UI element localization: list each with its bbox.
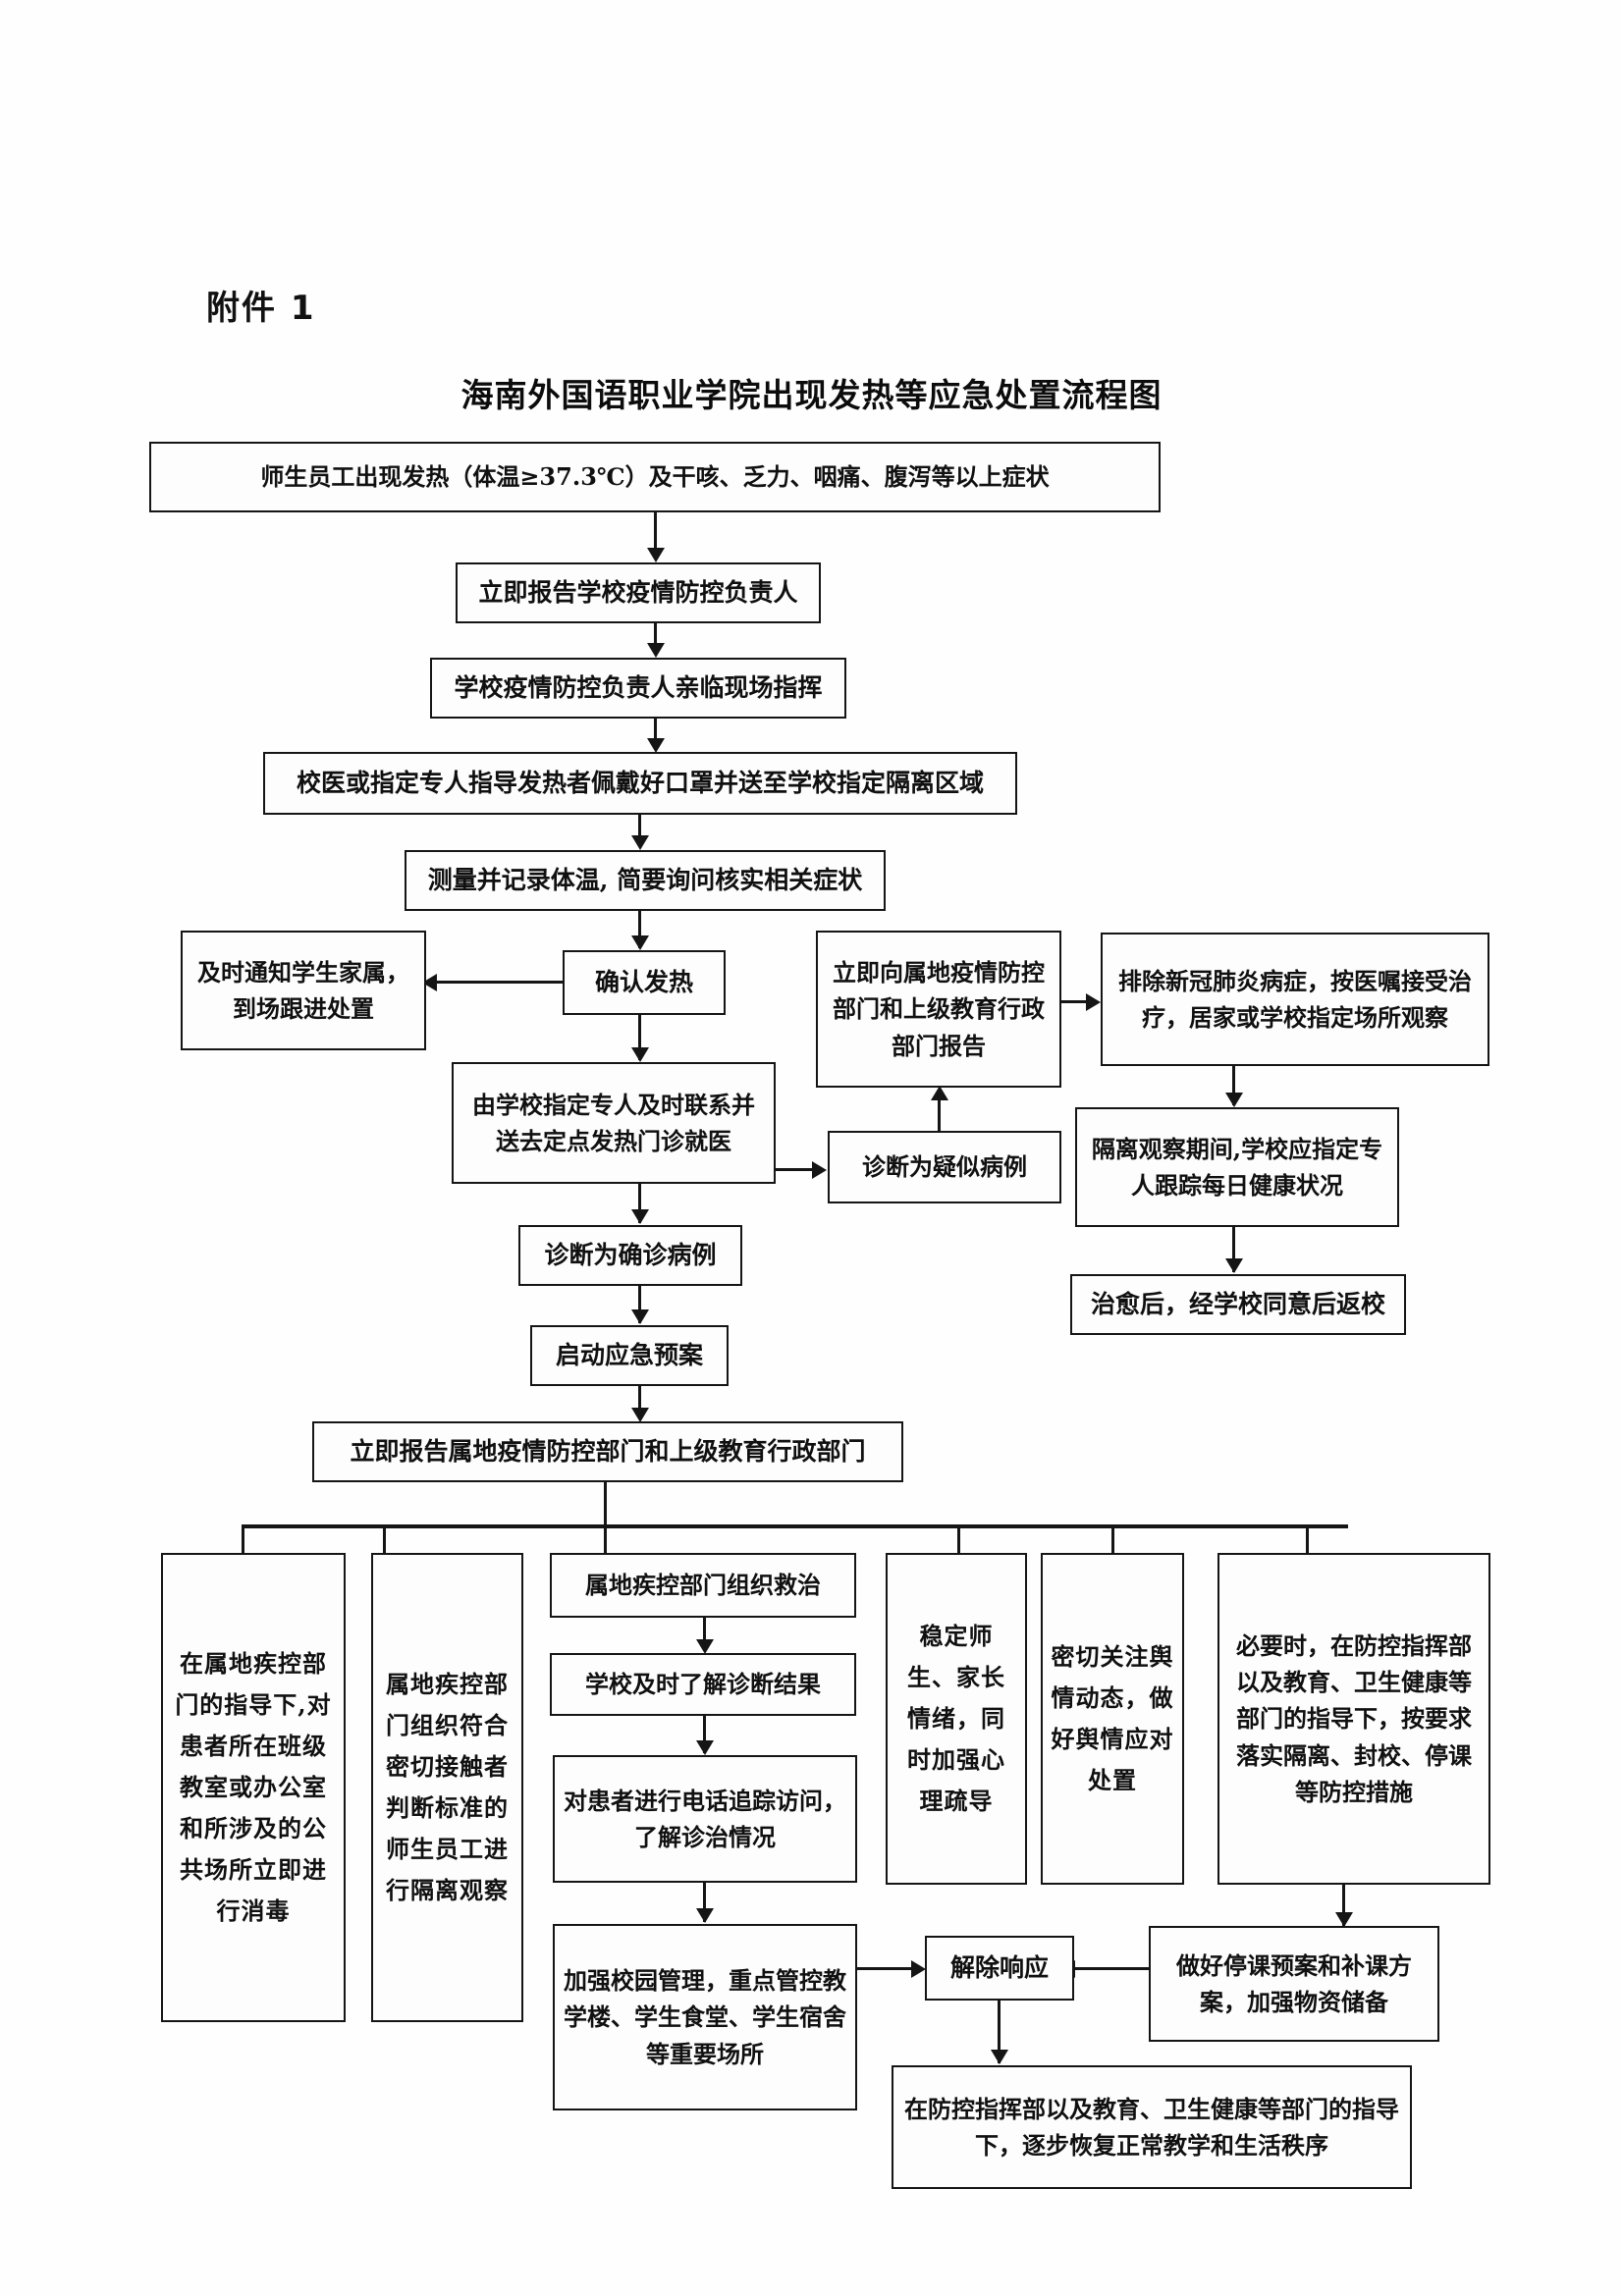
node-report-local-authority: 立即向属地疫情防控部门和上级教育行政部门报告 xyxy=(816,931,1061,1088)
connector-n2-n3 xyxy=(654,623,657,655)
node-exclude-covid: 排除新冠肺炎病症，按医嘱接受治疗，居家或学校指定场所观察 xyxy=(1101,933,1489,1066)
connector-n25-n26 xyxy=(1342,1885,1345,1926)
node-notify-family: 及时通知学生家属，到场跟进处置 xyxy=(181,931,426,1050)
arrow-down-n3-n4 xyxy=(647,738,665,753)
node-control-measures: 必要时，在防控指挥部以及教育、卫生健康等部门的指导下，按要求落实隔离、封校、停课… xyxy=(1217,1553,1490,1885)
node-close-contact-isolation: 属地疾控部门组织符合密切接触者判断标准的师生员工进行隔离观察 xyxy=(371,1553,523,2022)
node-symptom-onset: 师生员工出现发热（体温≥37.3℃）及干咳、乏力、咽痛、腹泻等以上症状 xyxy=(149,442,1161,512)
node-school-learn-diagnosis: 学校及时了解诊断结果 xyxy=(550,1653,856,1716)
node-stabilize-emotions: 稳定师生、家长情绪，同时加强心理疏导 xyxy=(886,1553,1027,1885)
node-suspend-class-plan: 做好停课预案和补课方案，加强物资储备 xyxy=(1149,1926,1439,2042)
arrow-down-n20-n21 xyxy=(696,1740,714,1755)
arrow-down-n4-n5 xyxy=(631,835,649,850)
node-cdc-organize-treatment: 属地疾控部门组织救治 xyxy=(550,1553,856,1618)
node-confirmed-case: 诊断为确诊病例 xyxy=(518,1225,742,1286)
connector-n19-n20 xyxy=(703,1618,706,1651)
connector-n3-n4 xyxy=(654,719,657,750)
node-leader-onsite: 学校疫情防控负责人亲临现场指挥 xyxy=(430,658,846,719)
connector-n1-n2 xyxy=(654,512,657,555)
node-mask-isolation-area: 校医或指定专人指导发热者佩戴好口罩并送至学校指定隔离区域 xyxy=(263,752,1017,815)
node-disinfect-premises: 在属地疾控部门的指导下,对患者所在班级教室或办公室和所涉及的公共场所立即进行消毒 xyxy=(161,1553,346,2022)
arrow-down-n8-n14 xyxy=(631,1209,649,1224)
arrow-down-n5-n6 xyxy=(631,935,649,950)
node-phone-followup: 对患者进行电话追踪访问，了解诊治情况 xyxy=(553,1755,857,1883)
fanout-bus xyxy=(242,1524,1348,1528)
connector-n16-bus xyxy=(604,1482,607,1527)
arrow-right-n9-n10 xyxy=(1086,993,1101,1011)
arrow-down-n2-n3 xyxy=(647,643,665,658)
arrow-down-n19-n20 xyxy=(696,1639,714,1654)
node-report-local-and-education: 立即报告属地疫情防控部门和上级教育行政部门 xyxy=(312,1421,903,1482)
node-lift-response: 解除响应 xyxy=(925,1936,1074,2001)
arrow-down-n1-n2 xyxy=(647,548,665,562)
node-send-to-fever-clinic: 由学校指定专人及时联系并送去定点发热门诊就医 xyxy=(452,1062,776,1184)
connector-n4-n5 xyxy=(638,815,641,846)
arrow-down-n15-n16 xyxy=(631,1408,649,1422)
connector-n8-n14 xyxy=(638,1184,641,1223)
node-daily-health-tracking: 隔离观察期间,学校应指定专人跟踪每日健康状况 xyxy=(1075,1107,1399,1227)
arrow-right-n22-n27 xyxy=(911,1960,926,1978)
page-title: 海南外国语职业学院出现发热等应急处置流程图 xyxy=(460,376,1163,414)
node-report-leader: 立即报告学校疫情防控负责人 xyxy=(456,562,821,623)
arrow-down-n11-n12 xyxy=(1225,1258,1243,1273)
connector-n13-n9 xyxy=(938,1097,941,1133)
node-restore-normal-order: 在防控指挥部以及教育、卫生健康等部门的指导下，逐步恢复正常教学和生活秩序 xyxy=(892,2065,1412,2189)
connector-n5-n6 xyxy=(638,911,641,948)
connector-n8-n13 xyxy=(776,1168,815,1171)
connector-n27-n28 xyxy=(998,2001,1001,2063)
connector-n10-n11 xyxy=(1232,1066,1235,1105)
arrow-right-n8-n13 xyxy=(812,1161,827,1179)
arrow-down-n6-n8 xyxy=(631,1047,649,1062)
node-measure-temperature: 测量并记录体温, 简要询问核实相关症状 xyxy=(405,850,886,911)
arrow-up-n13-n9 xyxy=(931,1086,948,1100)
connector-n22-n27 xyxy=(857,1967,914,1970)
connector-n26-n27 xyxy=(1072,1967,1149,1970)
node-activate-emergency-plan: 启动应急预案 xyxy=(530,1325,729,1386)
node-campus-management: 加强校园管理，重点管控教学楼、学生食堂、学生宿舍等重要场所 xyxy=(553,1924,857,2110)
connector-n21-n22 xyxy=(703,1883,706,1922)
attachment-label: 附件 1 xyxy=(206,289,316,328)
connector-n9-n10 xyxy=(1061,1000,1089,1003)
connector-n14-n15 xyxy=(638,1286,641,1323)
arrow-down-n21-n22 xyxy=(696,1908,714,1923)
node-monitor-public-opinion: 密切关注舆情动态，做好舆情应对处置 xyxy=(1041,1553,1184,1885)
arrow-down-n27-n28 xyxy=(991,2050,1008,2064)
node-return-after-recovery: 治愈后，经学校同意后返校 xyxy=(1070,1274,1406,1335)
connector-n15-n16 xyxy=(638,1386,641,1419)
node-confirm-fever: 确认发热 xyxy=(563,950,726,1015)
arrow-down-n10-n11 xyxy=(1225,1093,1243,1107)
connector-n20-n21 xyxy=(703,1716,706,1753)
node-suspected-case: 诊断为疑似病例 xyxy=(828,1131,1061,1203)
arrow-down-n14-n15 xyxy=(631,1309,649,1324)
arrow-down-n25-n26 xyxy=(1335,1912,1353,1927)
connector-n6-n8 xyxy=(638,1015,641,1060)
connector-n11-n12 xyxy=(1232,1227,1235,1272)
connector-n6-n7 xyxy=(434,981,565,984)
